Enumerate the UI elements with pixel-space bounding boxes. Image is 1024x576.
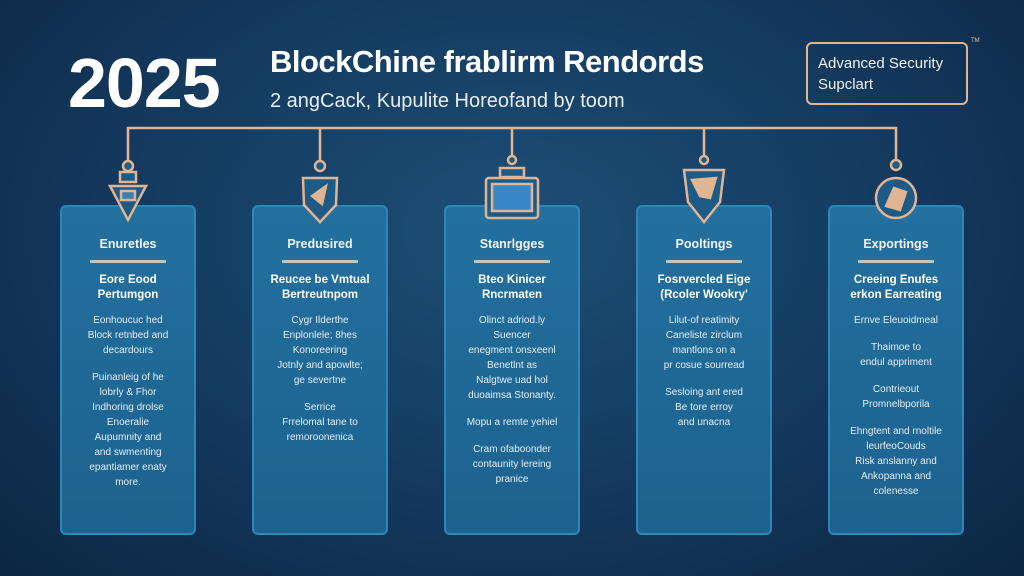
card-paragraph: Ehngtent and rnoltile leurfeoCouds Risk … <box>850 426 942 497</box>
divider <box>90 260 166 263</box>
card-heading: Bteo Kinicer Rncrmaten <box>478 274 546 301</box>
divider <box>282 260 358 263</box>
card-title: Pooltings <box>675 237 733 251</box>
security-badge: Advanced Security Supclart <box>806 42 968 105</box>
divider <box>666 260 742 263</box>
card-paragraph: Lilut-of reatimity Caneliste zirclum man… <box>663 315 745 371</box>
card-pooltings: Pooltings Fosrvercled Eige (Rcoler Wookr… <box>636 205 772 535</box>
card-paragraph: Mopu a remte yehiel <box>466 417 558 428</box>
card-paragraph: Cram ofaboonder contaunity lereing prani… <box>472 444 552 485</box>
card-title: Predusired <box>287 237 353 251</box>
card-heading: Fosrvercled Eige (Rcoler Wookry' <box>657 274 751 301</box>
card-paragraph: Contrieout Promnelbporila <box>862 384 930 410</box>
page-subtitle: 2 angCack, Kupulite Horeofand by toom <box>270 90 625 112</box>
card-paragraph: Cygr Ilderthe Enplonlele; 8hes Konoreeri… <box>277 315 363 386</box>
card-heading: Eore Eood Pertumgon <box>97 274 159 301</box>
card-paragraph: Sesloing ant ered Be tore erroy and unac… <box>665 387 743 428</box>
card-heading: Creeing Enufes erkon Earreating <box>850 274 942 301</box>
card-heading: Reucee be Vmtual Bertreutnpom <box>270 274 370 301</box>
card-predusired: Predusired Reucee be Vmtual Bertreutnpom… <box>252 205 388 535</box>
trademark: TM <box>971 38 980 44</box>
page-title: BlockChine frablirm Rendords <box>270 44 704 79</box>
card-title: Exportings <box>863 237 929 251</box>
card-paragraph: Serrice Frrelomal tane to remoroonenica <box>282 402 358 443</box>
card-title: Stanrlgges <box>479 237 545 251</box>
card-paragraph: Thaimoe to endul appriment <box>860 342 932 368</box>
year-heading: 2025 <box>68 44 221 122</box>
card-paragraph: Eonhoucuc hed Block retnbed and decardou… <box>87 315 169 356</box>
divider <box>858 260 934 263</box>
card-paragraph: Ernve Eleuoidmeal <box>854 315 938 326</box>
card-paragraph: Olinct adriod.ly Suencer enegment onsxee… <box>468 315 556 401</box>
card-exportings: Exportings Creeing Enufes erkon Earreati… <box>828 205 964 535</box>
card-paragraph: Puinanleig of he lobrly & Fhor Indhoring… <box>89 372 167 488</box>
card-title: Enuretles <box>99 237 157 251</box>
divider <box>474 260 550 263</box>
